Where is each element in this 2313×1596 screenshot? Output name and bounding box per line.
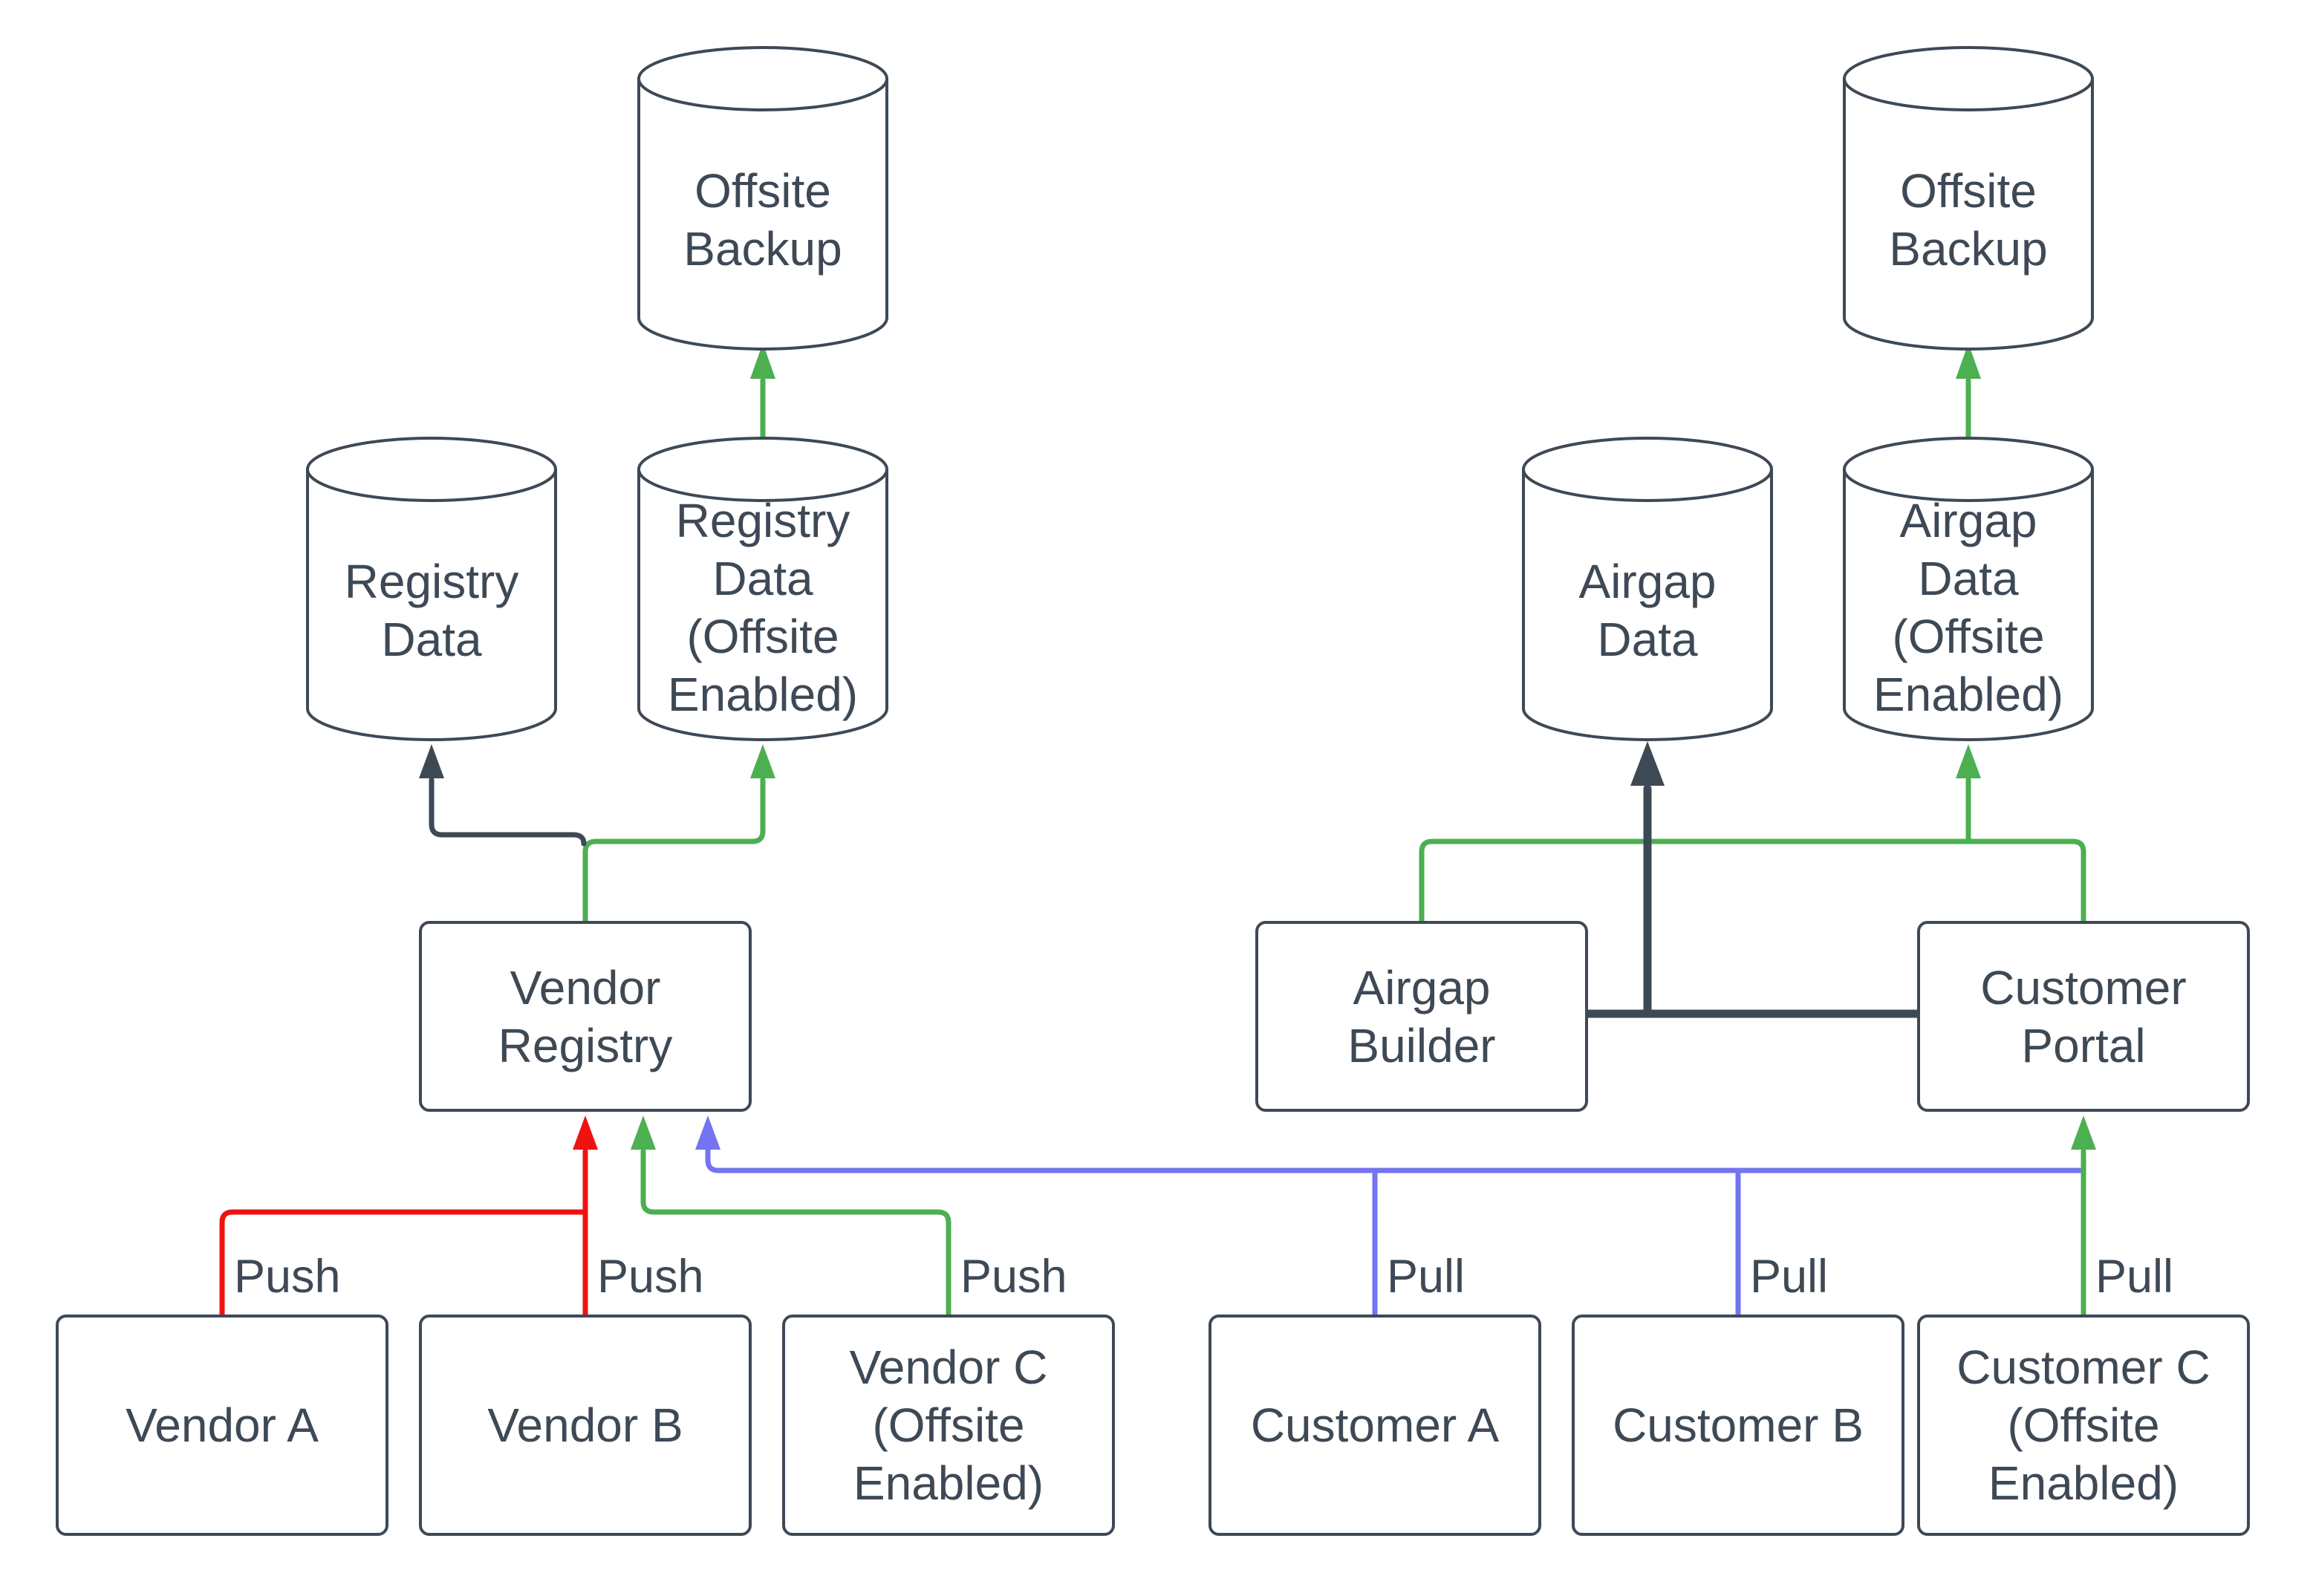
node-label: Vendor A xyxy=(126,1398,319,1452)
edge-label-pull-customer-c: Pull xyxy=(2095,1251,2174,1303)
edge-builder-portal-to-airgap-offsite xyxy=(1419,744,2086,924)
cylinder-icon xyxy=(637,46,888,351)
node-vendor-a: Vendor A xyxy=(56,1315,388,1536)
cylinder-icon xyxy=(306,437,557,741)
node-label: Customer C (Offsite Enabled) xyxy=(1956,1341,2210,1510)
node-label: Airgap Data xyxy=(1578,555,1717,666)
edge-airgap-offsite-to-backup xyxy=(1956,343,1981,440)
node-label: Vendor B xyxy=(487,1398,683,1452)
edge-label-pull-customer-b: Pull xyxy=(1750,1251,1829,1303)
node-label: Customer B xyxy=(1613,1398,1864,1452)
edge-label-push-vendor-b: Push xyxy=(597,1251,704,1303)
cylinder-icon xyxy=(1843,46,2094,351)
node-offsite-backup-right: Offsite Backup xyxy=(1843,46,2094,351)
edge-builder-portal-to-airgap-data xyxy=(1581,741,1922,1018)
node-airgap-data: Airgap Data xyxy=(1522,437,1773,741)
edge-label-push-vendor-a: Push xyxy=(234,1251,341,1303)
edge-customers-pull-blue xyxy=(695,1115,2086,1317)
node-customer-b: Customer B xyxy=(1572,1315,1904,1536)
node-label: Registry Data (Offsite Enabled) xyxy=(667,494,859,721)
edge-label-push-vendor-c: Push xyxy=(960,1251,1067,1303)
node-label: Airgap Builder xyxy=(1347,960,1496,1072)
node-label: Vendor Registry xyxy=(498,960,673,1072)
edge-vendors-push-red xyxy=(219,1115,598,1317)
cylinder-icon xyxy=(1522,437,1773,741)
edge-label-pull-customer-a: Pull xyxy=(1387,1251,1465,1303)
node-vendor-b: Vendor B xyxy=(419,1315,752,1536)
node-label: Offsite Backup xyxy=(683,164,842,276)
node-label: Airgap Data (Offsite Enabled) xyxy=(1873,494,2064,721)
node-customer-c: Customer C (Offsite Enabled) xyxy=(1917,1315,2250,1536)
node-airgap-data-offsite: Airgap Data (Offsite Enabled) xyxy=(1843,437,2094,741)
node-customer-a: Customer A xyxy=(1208,1315,1541,1536)
node-registry-data-offsite: Registry Data (Offsite Enabled) xyxy=(637,437,888,741)
edge-registry-offsite-to-backup xyxy=(750,343,775,440)
edge-vendor-c-push-green xyxy=(631,1115,951,1317)
node-label: Registry Data xyxy=(344,555,519,666)
node-registry-data: Registry Data xyxy=(306,437,557,741)
cylinder-icon xyxy=(1843,437,2094,741)
node-customer-portal: Customer Portal xyxy=(1917,921,2250,1112)
edge-vendor-registry-to-registry-offsite xyxy=(582,744,775,924)
node-label: Customer Portal xyxy=(1980,960,2187,1072)
node-label: Offsite Backup xyxy=(1889,164,2048,276)
node-label: Customer A xyxy=(1250,1398,1500,1452)
node-airgap-builder: Airgap Builder xyxy=(1255,921,1588,1112)
edge-customer-c-pull-green xyxy=(2071,1115,2096,1317)
cylinder-icon xyxy=(637,437,888,741)
edge-vendor-registry-to-registry-data xyxy=(419,744,587,847)
node-vendor-c: Vendor C (Offsite Enabled) xyxy=(782,1315,1115,1536)
node-vendor-registry: Vendor Registry xyxy=(419,921,752,1112)
node-label: Vendor C (Offsite Enabled) xyxy=(849,1341,1048,1510)
node-offsite-backup-left: Offsite Backup xyxy=(637,46,888,351)
